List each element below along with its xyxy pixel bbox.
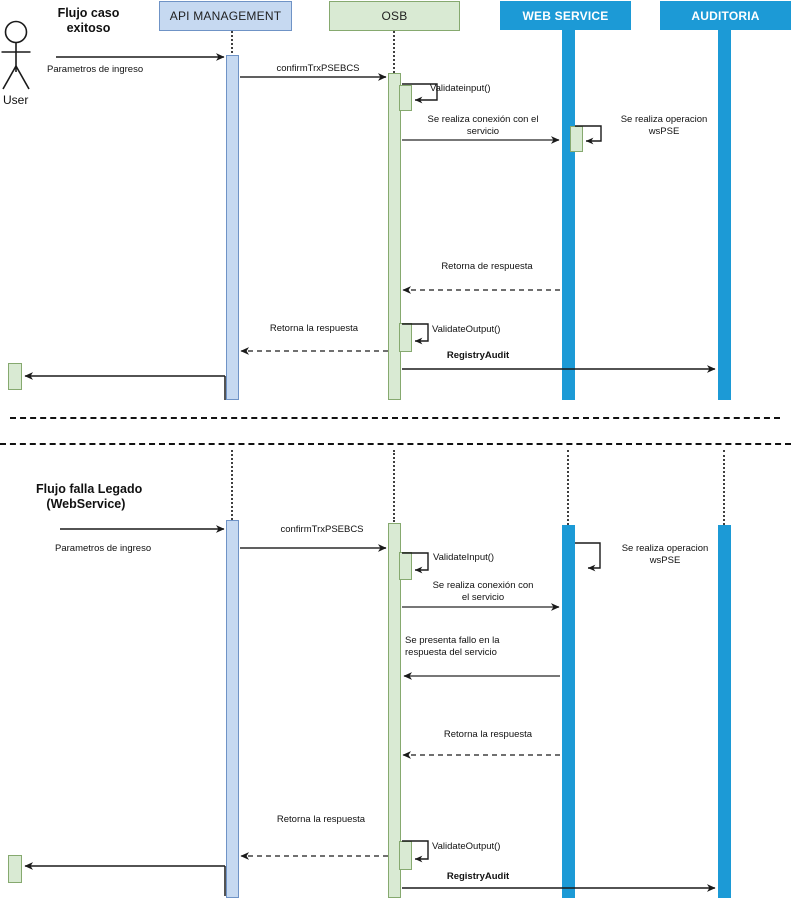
activation-user-return-flow1 — [8, 363, 22, 390]
flow-title-exitoso: Flujo caso exitoso — [57, 6, 120, 35]
activation-web-service-flow1 — [562, 30, 575, 400]
activation-web-service-flow2 — [562, 525, 575, 898]
message-label-conexion-servicio-flow2: Se realiza conexión con el servicio — [432, 580, 534, 603]
lifeline-osb — [393, 31, 395, 73]
lifeline-osb-flow2 — [393, 450, 395, 522]
message-label-registryaudit-flow1: RegistryAudit — [446, 350, 510, 361]
participant-label-web-service: WEB SERVICE — [522, 8, 609, 23]
participant-header-web-service[interactable]: WEB SERVICE — [500, 1, 631, 30]
message-label-validateoutput-flow1: ValidateOutput() — [432, 324, 501, 335]
activation-osb-validateinput-flow2 — [399, 552, 412, 580]
activation-osb-validateoutput-flow2 — [399, 841, 412, 870]
message-label-retorna-la-respuesta-flow1: Retorna la respuesta — [269, 323, 359, 334]
participant-label-osb: OSB — [381, 9, 408, 23]
lifeline-auditoria-flow2 — [723, 450, 725, 525]
lifeline-api-management — [231, 31, 233, 61]
message-label-retorna-la-respuesta-ws-flow2: Retorna la respuesta — [443, 729, 533, 740]
message-label-operacion-wspse-flow1: Se realiza operacion wsPSE — [620, 114, 708, 137]
activation-api-management-flow2 — [226, 520, 239, 898]
participant-label-auditoria: AUDITORIA — [691, 8, 760, 23]
actor-label-user: User — [3, 93, 29, 107]
activation-osb-validateinput-flow1 — [399, 85, 412, 111]
message-label-conexion-servicio-flow1: Se realiza conexión con el servicio — [427, 114, 539, 137]
message-label-confirmtrx-flow1: confirmTrxPSEBCS — [276, 63, 360, 74]
activation-osb-flow1 — [388, 73, 401, 400]
lifeline-api-management-flow2 — [231, 450, 233, 520]
actor-user-icon — [1, 20, 31, 90]
message-label-retorna-de-respuesta-flow1: Retorna de respuesta — [441, 261, 533, 272]
activation-auditoria-flow2 — [718, 525, 731, 898]
message-label-fallo-servicio-flow2: Se presenta fallo en la respuesta del se… — [405, 635, 500, 658]
participant-label-api-management: API MANAGEMENT — [169, 9, 282, 23]
participant-header-osb[interactable]: OSB — [329, 1, 460, 31]
message-arrow-operacion-wspse-flow2 — [575, 542, 601, 572]
activation-user-return-flow2 — [8, 855, 22, 883]
activation-web-service-wspse-flow1 — [570, 126, 583, 152]
activation-osb-flow2 — [388, 523, 401, 898]
message-label-operacion-wspse-flow2: Se realiza operacion wsPSE — [621, 543, 709, 566]
flow-separator-upper — [10, 417, 780, 419]
message-label-validateoutput-flow2: ValidateOutput() — [432, 841, 501, 852]
message-label-validateinput-flow2: ValidateInput() — [433, 552, 495, 563]
flow-title-falla-legado: Flujo falla Legado (WebService) — [36, 482, 143, 511]
message-label-retorna-la-respuesta-osb-flow2: Retorna la respuesta — [276, 814, 366, 825]
message-label-confirmtrx-flow2: confirmTrxPSEBCS — [280, 524, 364, 535]
participant-header-auditoria[interactable]: AUDITORIA — [660, 1, 791, 30]
participant-header-api-management[interactable]: API MANAGEMENT — [159, 1, 292, 31]
message-label-parametros-ingreso-flow1: Parametros de ingreso — [47, 64, 144, 75]
message-label-parametros-ingreso-flow2: Parametros de ingreso — [55, 543, 152, 554]
message-label-validateinput-flow1: Validateinput() — [430, 83, 491, 94]
activation-auditoria-flow1 — [718, 30, 731, 400]
activation-osb-validateoutput-flow1 — [399, 323, 412, 352]
activation-api-management-flow1 — [226, 55, 239, 400]
message-label-registryaudit-flow2: RegistryAudit — [446, 871, 510, 882]
flow-separator-lower — [0, 443, 791, 445]
lifeline-web-service-flow2 — [567, 450, 569, 525]
